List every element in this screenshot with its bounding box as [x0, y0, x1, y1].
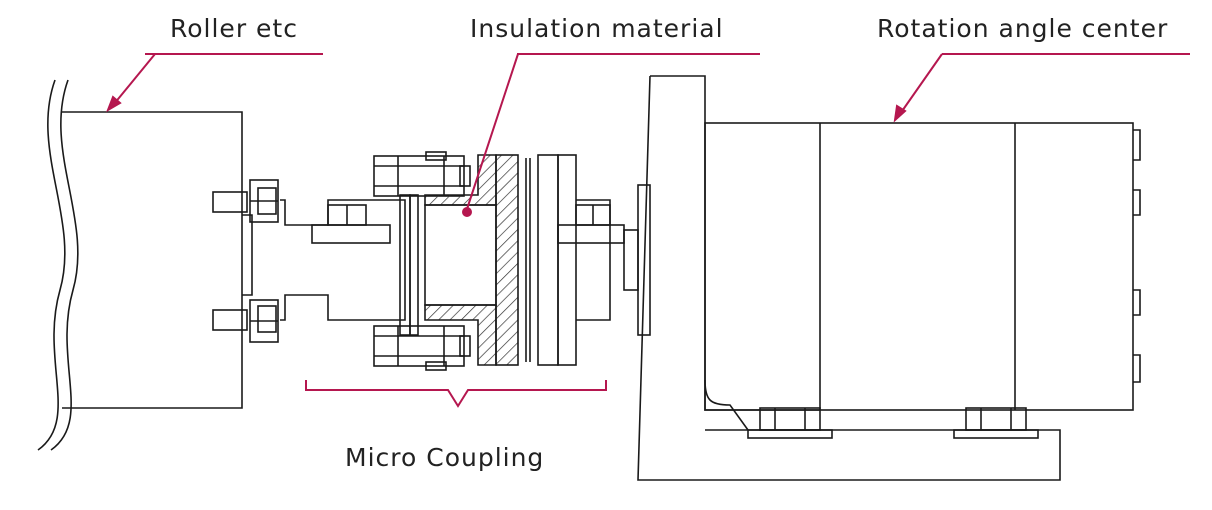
- coupling-bolt-bottom: [373, 325, 471, 371]
- encoder-body: [704, 122, 1141, 411]
- callout-insulation: [462, 53, 760, 217]
- coupling-bracket: [305, 380, 607, 408]
- roller-screw-bottom: [212, 299, 279, 343]
- coupling-disc-left: [399, 194, 419, 336]
- label-roller: Roller etc: [170, 14, 298, 43]
- insulation-flange: [424, 154, 519, 366]
- label-insulation-material: Insulation material: [470, 14, 724, 43]
- encoder-mount-bolt-left: [747, 407, 833, 439]
- roller: [37, 79, 253, 451]
- coupling-right-hub: [557, 199, 639, 321]
- encoder-bracket: [637, 75, 1061, 481]
- coupling-bolt-top: [373, 151, 471, 197]
- callout-roller: [106, 53, 323, 113]
- label-micro-coupling: Micro Coupling: [345, 443, 545, 472]
- roller-shaft: [242, 214, 253, 296]
- coupling-disc-right: [525, 154, 577, 366]
- roller-break-line: [37, 79, 66, 451]
- roller-body: [62, 111, 243, 409]
- roller-break-line-inner: [50, 79, 79, 451]
- callout-rotation: [893, 53, 1190, 123]
- coupling-left-hub: [280, 199, 406, 321]
- label-rotation-angle-center: Rotation angle center: [877, 14, 1169, 43]
- encoder-mount-bolt-right: [953, 407, 1039, 439]
- roller-screw-top: [212, 179, 279, 223]
